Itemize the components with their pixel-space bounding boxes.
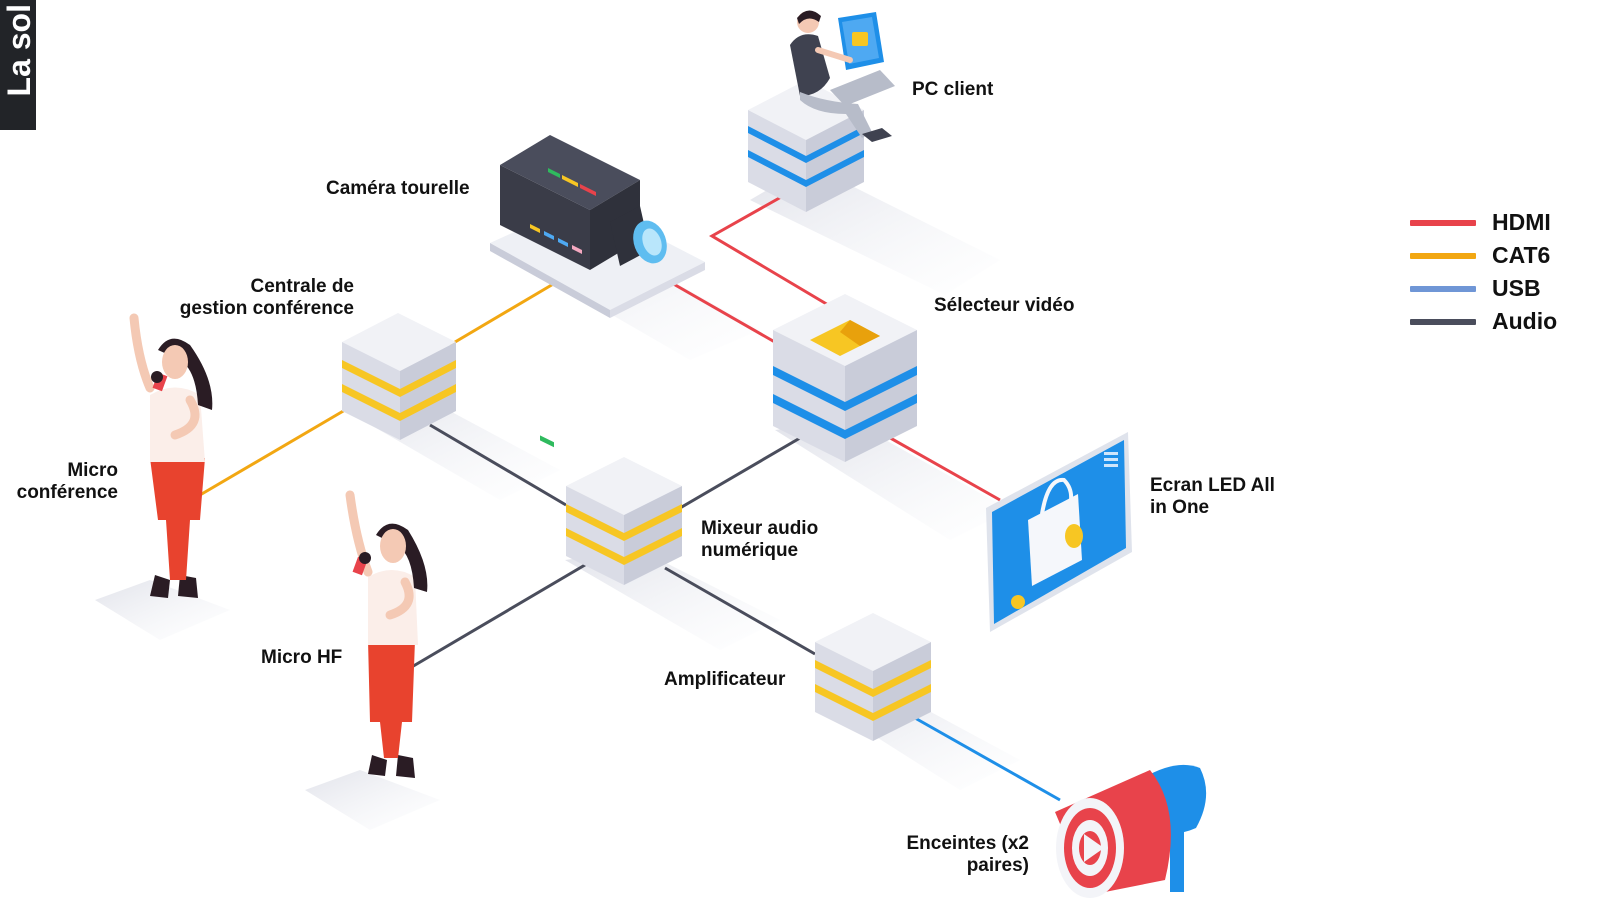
label-mixer-line-2: numérique bbox=[701, 540, 799, 561]
label-speakers: Enceintes (x2 paires) bbox=[900, 833, 1030, 877]
usb-line-amp-speakers bbox=[914, 716, 1061, 802]
label-speakers-line-2: paires) bbox=[966, 855, 1029, 876]
label-led-line-1: Ecran LED All bbox=[1150, 475, 1275, 496]
woman-microphone-icon bbox=[129, 313, 213, 598]
hdmi-line-selector-led bbox=[884, 433, 1001, 502]
side-tab: La sol bbox=[0, 0, 36, 130]
cat6-line-micro-central bbox=[199, 408, 346, 497]
legend-swatch-cat6 bbox=[1410, 252, 1476, 259]
label-video-selector: Sélecteur vidéo bbox=[934, 295, 1075, 316]
legend-item-hdmi: HDMI bbox=[1410, 206, 1557, 239]
audio-line-central-mixer bbox=[429, 423, 567, 507]
camera-icon bbox=[490, 135, 705, 448]
label-led-screen: Ecran LED All in One bbox=[1150, 475, 1275, 519]
legend-label-hdmi: HDMI bbox=[1492, 209, 1551, 235]
woman-microphone-icon bbox=[345, 490, 428, 778]
central-unit-cube bbox=[342, 313, 456, 440]
screen-bag-icon bbox=[986, 432, 1132, 632]
amplifier-cube bbox=[815, 613, 931, 741]
label-central-line-2: gestion conférence bbox=[179, 298, 354, 319]
label-amplifier: Amplificateur bbox=[664, 669, 786, 690]
person-laptop-icon bbox=[790, 10, 895, 142]
label-micro-conf-line-2: conférence bbox=[16, 482, 118, 503]
legend: HDMI CAT6 USB Audio bbox=[1410, 206, 1557, 338]
video-selector-cube bbox=[773, 294, 917, 462]
legend-swatch-hdmi bbox=[1410, 219, 1476, 226]
legend-label-cat6: CAT6 bbox=[1492, 242, 1551, 268]
label-pc-client: PC client bbox=[912, 79, 994, 100]
megaphone-icon bbox=[1055, 764, 1207, 898]
hdmi-line-pc-selector bbox=[709, 190, 841, 314]
label-central-line-1: Centrale de bbox=[250, 276, 354, 297]
legend-swatch-audio bbox=[1410, 318, 1476, 325]
label-speakers-line-1: Enceintes (x2 bbox=[906, 833, 1030, 854]
label-mixer-line-1: Mixeur audio bbox=[701, 518, 819, 539]
label-micro-hf: Micro HF bbox=[261, 647, 343, 668]
legend-swatch-usb bbox=[1410, 285, 1476, 292]
hdmi-line-camera-selector bbox=[669, 280, 781, 347]
pc-client-cube bbox=[748, 80, 864, 212]
legend-item-cat6: CAT6 bbox=[1410, 239, 1557, 272]
audio-line-mixer-amp bbox=[664, 566, 816, 656]
audio-mixer-cube bbox=[566, 457, 682, 585]
label-camera: Caméra tourelle bbox=[326, 178, 470, 199]
label-micro-conference: Micro conférence bbox=[8, 460, 118, 504]
connections bbox=[199, 190, 1061, 802]
label-led-line-2: in One bbox=[1150, 497, 1210, 518]
legend-label-usb: USB bbox=[1492, 275, 1541, 301]
label-audio-mixer: Mixeur audio numérique bbox=[701, 518, 818, 562]
legend-item-usb: USB bbox=[1410, 272, 1557, 305]
label-micro-conf-line-1: Micro bbox=[67, 460, 118, 481]
legend-item-audio: Audio bbox=[1410, 305, 1557, 338]
label-central-unit: Centrale de gestion conférence bbox=[172, 276, 354, 320]
legend-label-audio: Audio bbox=[1492, 308, 1558, 334]
cat6-line-central-camera bbox=[449, 281, 556, 347]
audio-line-mixer-selector bbox=[679, 436, 801, 510]
audio-line-microhf-mixer bbox=[409, 560, 591, 670]
